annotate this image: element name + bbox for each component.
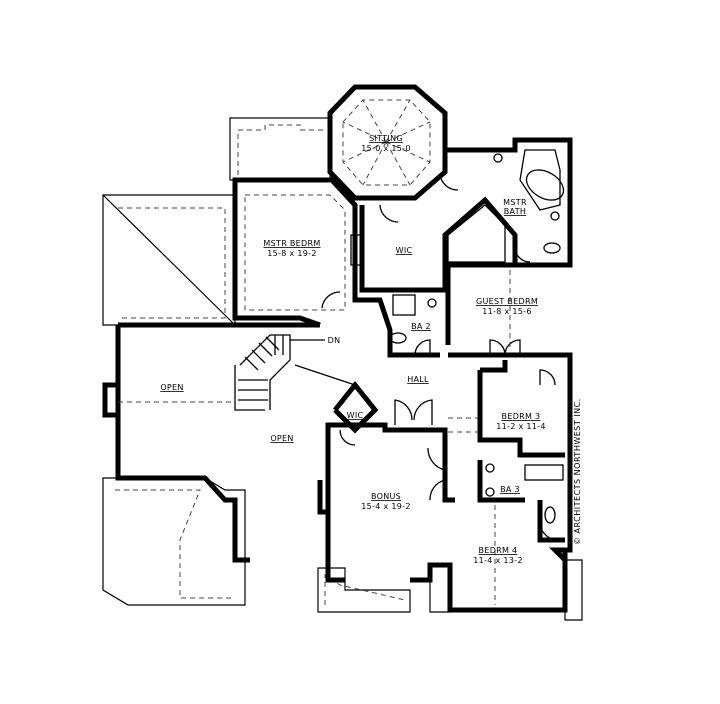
dashed-lines: [118, 194, 511, 605]
room-label-guest-bedrm: GUEST BEDRM: [476, 297, 538, 306]
room-size-guest-bedrm: 11-8 x 15-6: [482, 307, 531, 316]
room-label-sitting: SITTING: [369, 134, 403, 143]
room-size-bedrm-3: 11-2 x 11-4: [496, 422, 545, 431]
room-label-bedrm-3: BEDRM 3: [502, 412, 541, 421]
walls: [102, 137, 573, 613]
room-label-mstr-bath-1: MSTR: [503, 198, 527, 207]
room-label-hall: HALL: [407, 375, 429, 384]
room-label-mstr-bedrm: MSTR BEDRM: [263, 239, 320, 248]
room-label-ba-3: BA 3: [500, 485, 520, 494]
room-label-bedrm-4: BEDRM 4: [479, 546, 518, 555]
room-label-wic-master: WIC: [396, 246, 413, 255]
room-label-mstr-bath-2: BATH: [504, 207, 526, 216]
stair-down-label: DN: [328, 336, 341, 345]
room-size-bonus: 15-4 x 19-2: [361, 502, 410, 511]
copyright-notice: © ARCHITECTS NORTHWEST INC.: [573, 398, 582, 545]
stairs: [234, 334, 356, 411]
room-label-open-center: OPEN: [270, 434, 293, 443]
door-swings: [321, 174, 556, 541]
room-size-mstr-bedrm: 15-8 x 19-2: [267, 249, 316, 258]
room-label-wic-hall: WIC: [347, 411, 364, 420]
room-size-bedrm-4: 11-4 x 13-2: [473, 556, 522, 565]
room-label-ba-2: BA 2: [411, 322, 431, 331]
room-label-bonus: BONUS: [371, 492, 401, 501]
sitting-octagon: [327, 84, 448, 201]
room-label-open-left: OPEN: [160, 383, 183, 392]
fixtures: [350, 149, 565, 524]
room-labels: SITTING 15-0 x 15-0 MSTR BEDRM 15-8 x 19…: [160, 134, 582, 565]
room-size-sitting: 15-0 x 15-0: [361, 144, 410, 153]
